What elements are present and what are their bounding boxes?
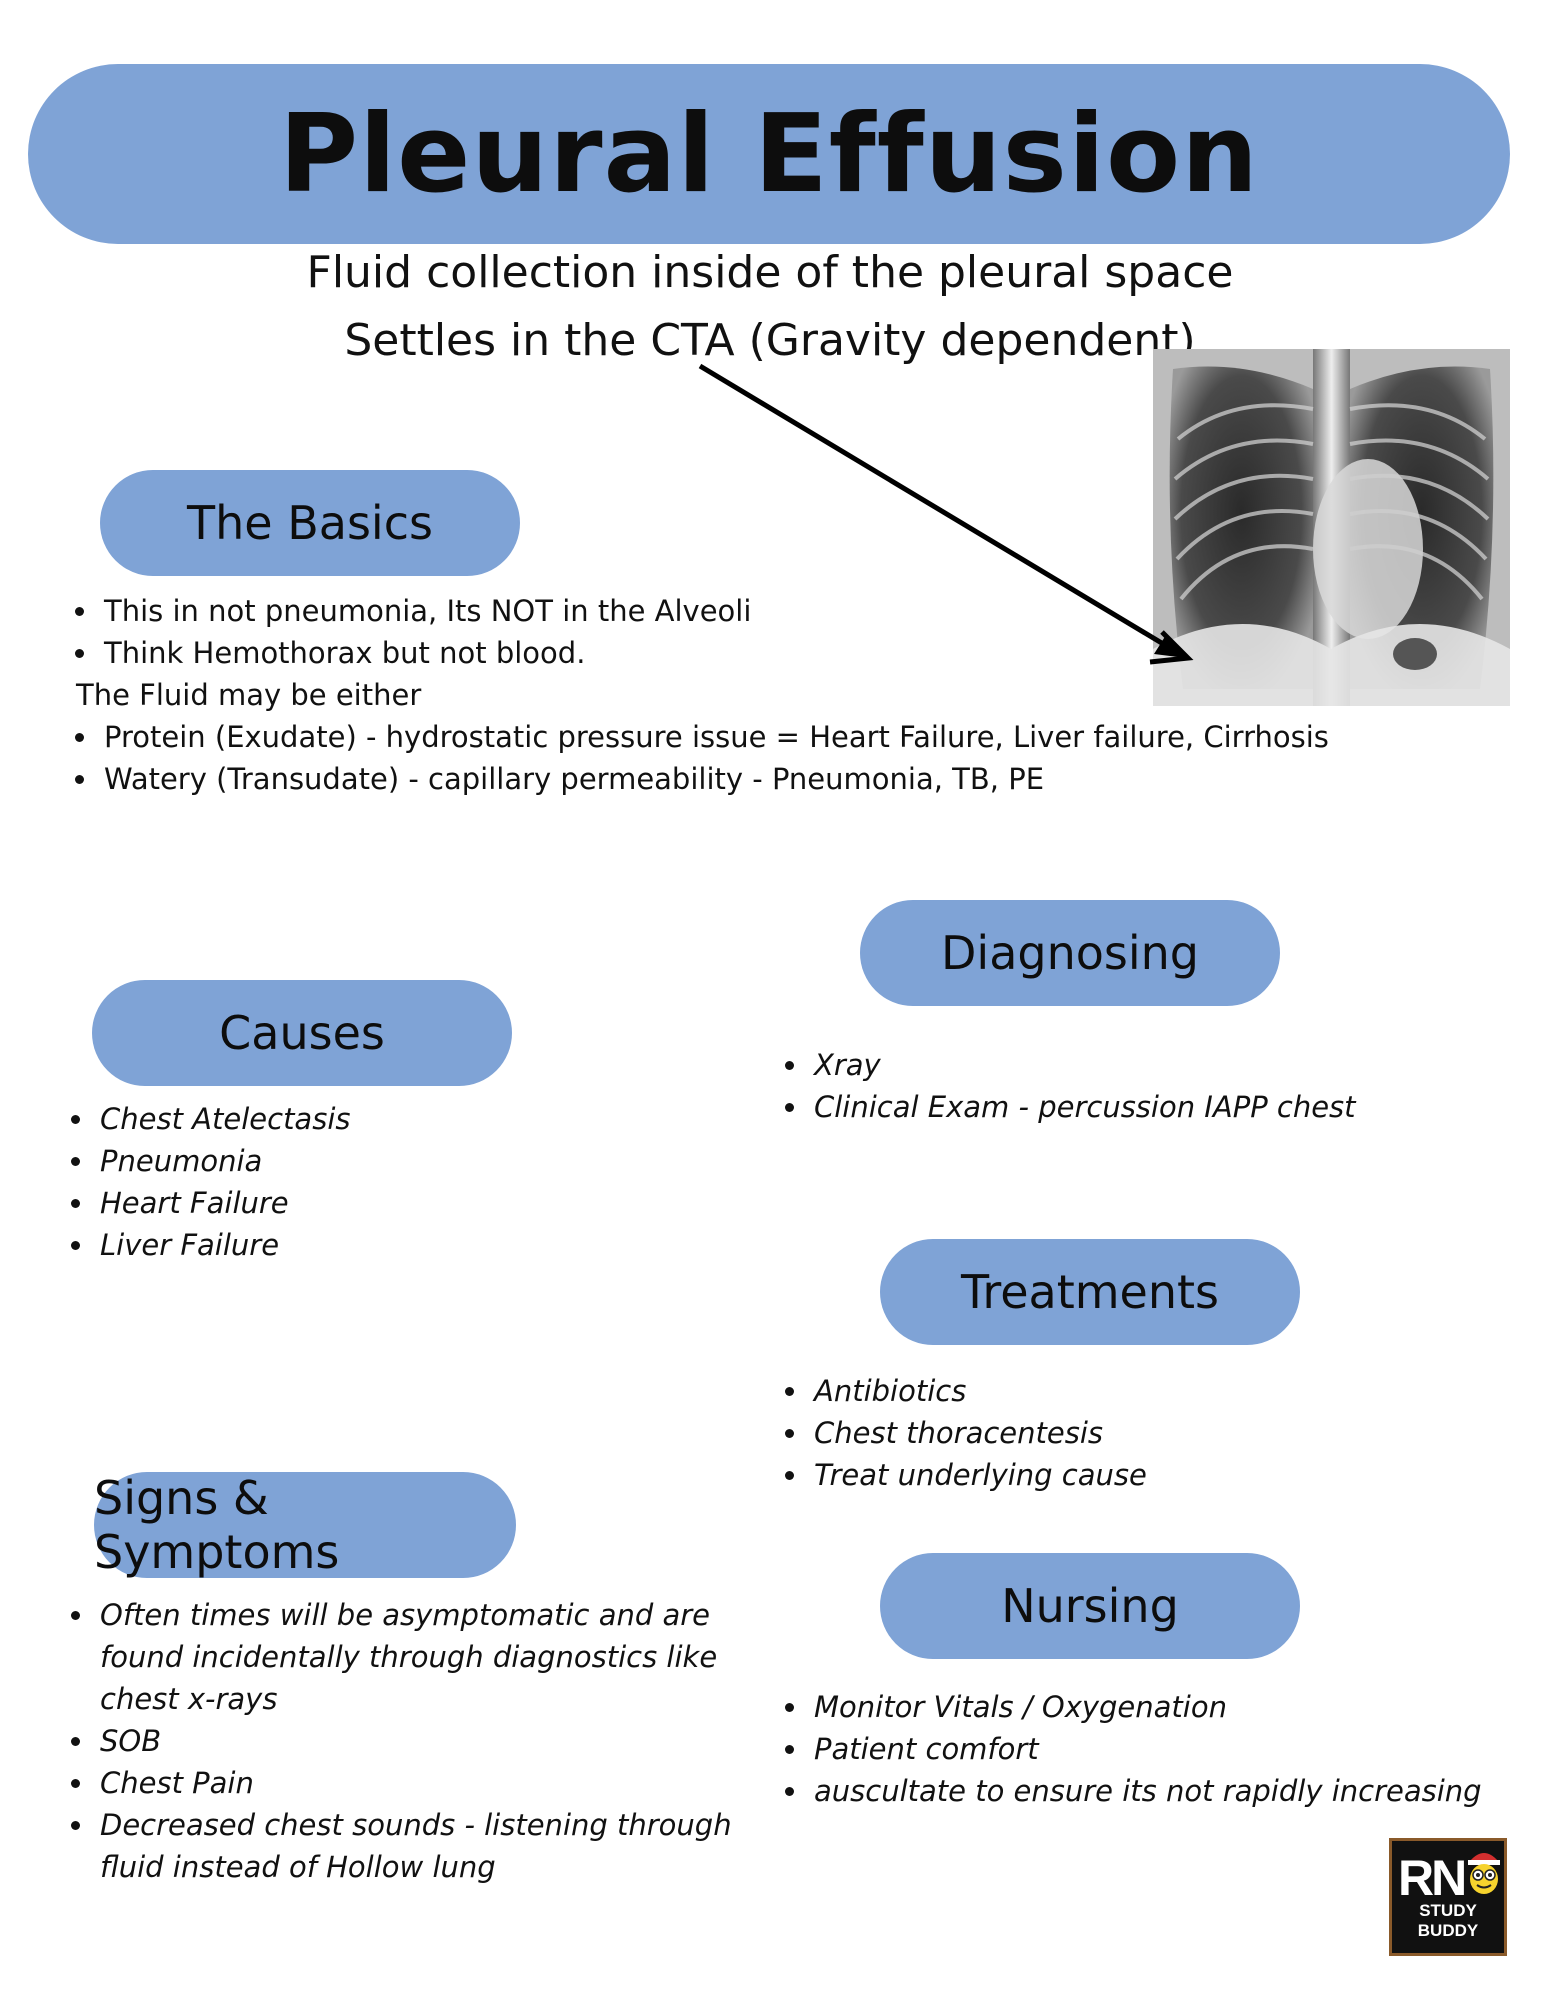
diagnosing-list: Xray Clinical Exam - percussion IAPP che… (760, 1044, 1356, 1128)
causes-list: Chest Atelectasis Pneumonia Heart Failur… (46, 1098, 350, 1266)
list-item: Heart Failure (96, 1182, 350, 1224)
list-item: Often times will be asymptomatic and are… (96, 1594, 776, 1720)
list-item: Decreased chest sounds - listening throu… (96, 1804, 776, 1888)
list-item: Liver Failure (96, 1224, 350, 1266)
subtitle-line-1: Fluid collection inside of the pleural s… (306, 247, 1234, 298)
page-title: Pleural Effusion (28, 64, 1510, 244)
nursing-list: Monitor Vitals / Oxygenation Patient com… (760, 1686, 1482, 1812)
signs-heading: Signs & Symptoms (94, 1471, 516, 1579)
treatments-heading: Treatments (880, 1239, 1300, 1345)
list-item: Monitor Vitals / Oxygenation (810, 1686, 1482, 1728)
list-item: Treat underlying cause (810, 1454, 1147, 1496)
basics-note: The Fluid may be either (76, 678, 422, 712)
causes-heading: Causes (92, 980, 512, 1086)
list-item: Pneumonia (96, 1140, 350, 1182)
nursing-heading: Nursing (880, 1553, 1300, 1659)
basics-types-list: Protein (Exudate) - hydrostatic pressure… (50, 716, 1329, 800)
mascot-icon (1468, 1853, 1500, 1894)
list-item: Chest Pain (96, 1762, 776, 1804)
list-item: Chest Atelectasis (96, 1098, 350, 1140)
diagnosing-heading: Diagnosing (860, 900, 1280, 1006)
list-item: Antibiotics (810, 1370, 1147, 1412)
list-item: Patient comfort (810, 1728, 1482, 1770)
logo-rn-text: RN (1398, 1850, 1467, 1906)
rn-study-buddy-logo: RN STUDY BUDDY (1389, 1838, 1507, 1956)
logo-sub-text: STUDY BUDDY (1417, 1901, 1479, 1940)
list-item: Protein (Exudate) - hydrostatic pressure… (100, 716, 1329, 758)
list-item: Chest thoracentesis (810, 1412, 1147, 1454)
list-item: auscultate to ensure its not rapidly inc… (810, 1770, 1482, 1812)
signs-list: Often times will be asymptomatic and are… (46, 1594, 776, 1888)
list-item: Watery (Transudate) - capillary permeabi… (100, 758, 1329, 800)
chest-xray-image (1153, 349, 1510, 706)
list-item: Xray (810, 1044, 1356, 1086)
subtitle-line-2: Settles in the CTA (Gravity dependent) (344, 315, 1196, 366)
treatments-list: Antibiotics Chest thoracentesis Treat un… (760, 1370, 1147, 1496)
basics-list: This in not pneumonia, Its NOT in the Al… (50, 590, 751, 674)
list-item: Think Hemothorax but not blood. (100, 632, 751, 674)
list-item: SOB (96, 1720, 776, 1762)
basics-heading: The Basics (100, 470, 520, 576)
list-item: Clinical Exam - percussion IAPP chest (810, 1086, 1356, 1128)
list-item: This in not pneumonia, Its NOT in the Al… (100, 590, 751, 632)
